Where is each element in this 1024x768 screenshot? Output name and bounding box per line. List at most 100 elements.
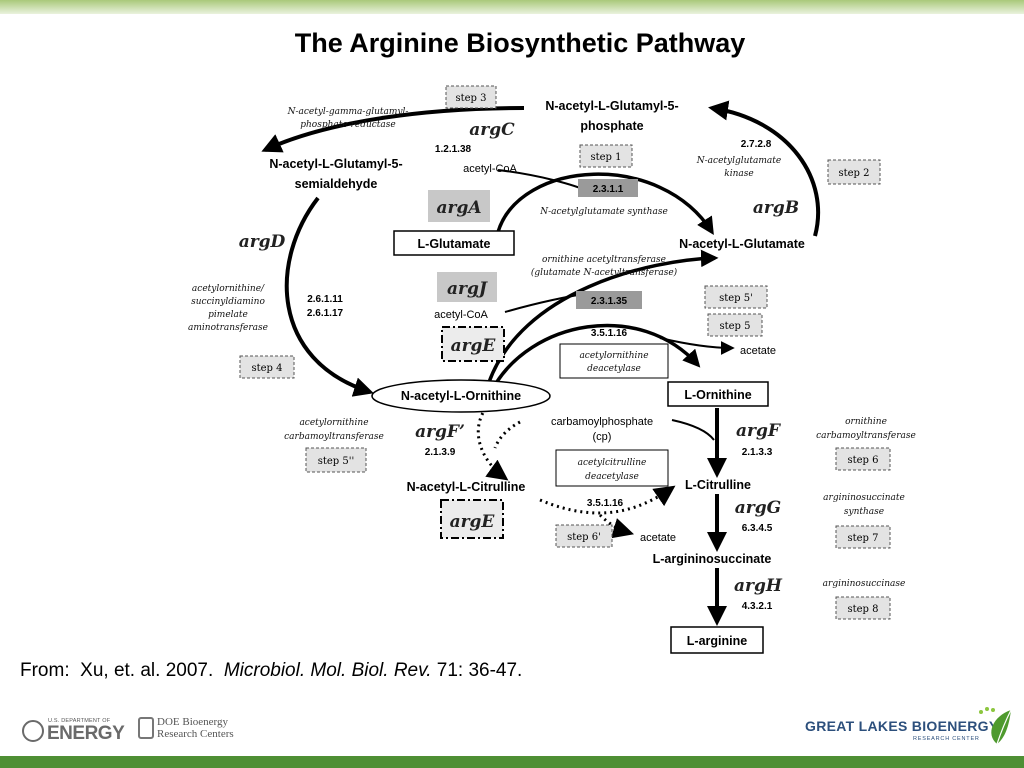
enzyme-argE2-box bbox=[555, 449, 669, 487]
ec-argG: 6.3.4.5 bbox=[742, 523, 773, 534]
bottom-accent-band bbox=[0, 756, 1024, 768]
metabolite-glutamate: L-Glutamate bbox=[418, 237, 491, 251]
arrow-argE bbox=[490, 323, 701, 391]
arrow-argJ bbox=[486, 249, 719, 386]
arrow-argA bbox=[496, 172, 714, 235]
metabolite-glutamate-box bbox=[393, 230, 515, 256]
cofactor-cp-line2: (cp) bbox=[593, 431, 612, 443]
gene-argE2-box bbox=[440, 499, 504, 539]
step7-box bbox=[835, 525, 891, 549]
enzyme-argB-line1: N-acetylglutamate bbox=[696, 156, 782, 166]
arrow-argFp bbox=[476, 407, 509, 481]
ec-argB: 2.7.2.8 bbox=[741, 139, 772, 150]
enzyme-argC-line2: phosphate reductase bbox=[300, 120, 395, 130]
ec-argA: 2.3.1.1 bbox=[593, 184, 624, 195]
step6-label: step 6 bbox=[847, 455, 878, 466]
ec-argC: 1.2.1.38 bbox=[435, 144, 472, 155]
enzyme-argJ-line2: (glutamate N-acetyltransferase) bbox=[531, 267, 678, 278]
citation-prefix: From: Xu, et. al. 2007. bbox=[20, 660, 224, 681]
step6prime-label: step 6' bbox=[567, 532, 601, 543]
metabolite-arginine: L-arginine bbox=[687, 634, 747, 648]
doe-logo-text: ENERGY bbox=[47, 723, 125, 744]
enzyme-argF-line1: ornithine bbox=[845, 417, 887, 427]
citation-journal: Microbiol. Mol. Biol. Rev. bbox=[223, 660, 432, 681]
metabolite-nag5p-line2: phosphate bbox=[580, 119, 643, 133]
metabolite-citrulline: L-Citrulline bbox=[685, 478, 751, 492]
step5pp-box bbox=[305, 447, 367, 473]
gene-argC: argC bbox=[469, 120, 515, 140]
enzyme-argE2-line2: deacetylase bbox=[585, 472, 639, 482]
top-accent-band bbox=[0, 0, 1024, 14]
enzyme-argD-line3: pimelate bbox=[208, 310, 248, 320]
step5-label: step 5 bbox=[719, 321, 750, 332]
enzyme-argE1-line1: acetylornithine bbox=[579, 351, 648, 361]
step6-box bbox=[835, 447, 891, 471]
gene-argJ-shade bbox=[437, 272, 497, 302]
gene-argJ: argJ bbox=[447, 279, 488, 299]
enzyme-argE2-line1: acetylcitrulline bbox=[578, 458, 647, 468]
gene-argFprime: argF’ bbox=[415, 422, 465, 442]
leaf-icon bbox=[979, 707, 1012, 745]
arrow-argE2 bbox=[539, 485, 676, 515]
metabolite-nagsa-line2: semialdehyde bbox=[295, 177, 378, 191]
byproduct-acetate-2: acetate bbox=[640, 532, 676, 544]
ec-argF: 2.1.3.3 bbox=[742, 447, 773, 458]
enzyme-argF-line2: carbamoyltransferase bbox=[816, 431, 916, 441]
metabolite-accit: N-acetyl-L-Citrulline bbox=[407, 480, 526, 494]
metabolite-nag5p-line1: N-acetyl-L-Glutamyl-5- bbox=[545, 99, 678, 113]
arrow-argE-acetate bbox=[659, 337, 735, 355]
citation-suffix: 71: 36-47. bbox=[431, 660, 523, 681]
glbrc-logo-name: GREAT LAKES BIOENERGY bbox=[805, 718, 999, 734]
ec-argA-shade bbox=[578, 179, 638, 197]
ec-argJ: 2.3.1.35 bbox=[591, 296, 628, 307]
step6prime-box bbox=[555, 524, 613, 548]
gene-argG: argG bbox=[735, 498, 781, 518]
enzyme-argD-line2: succinyldiamino bbox=[191, 297, 265, 307]
arrow-argF-cp bbox=[671, 419, 715, 441]
step8-label: step 8 bbox=[847, 604, 878, 615]
step1-box bbox=[579, 144, 633, 168]
step2-label: step 2 bbox=[838, 168, 869, 179]
enzyme-argA: N-acetylglutamate synthase bbox=[539, 207, 668, 217]
arrow-argD bbox=[284, 196, 374, 397]
glbrc-logo-sub: RESEARCH CENTER bbox=[913, 736, 980, 742]
metabolite-ornithine: L-Ornithine bbox=[684, 388, 751, 402]
gene-argA: argA bbox=[436, 198, 481, 218]
bioenergy-logo-line1: DOE Bioenergy bbox=[157, 716, 228, 728]
gene-argA-shade bbox=[428, 190, 490, 222]
step4-label: step 4 bbox=[251, 363, 282, 374]
ec-argFprime: 2.1.3.9 bbox=[425, 447, 456, 458]
pathway-diagram: N-acetyl-L-Glutamyl-5- phosphate N-acety… bbox=[188, 85, 916, 654]
ec-argJ-shade bbox=[576, 291, 642, 309]
enzyme-argH: argininosuccinase bbox=[823, 579, 906, 589]
doe-seal-icon bbox=[22, 720, 44, 742]
gene-argE1-box bbox=[441, 326, 505, 362]
step3-label: step 3 bbox=[455, 93, 486, 104]
enzyme-argB-line2: kinase bbox=[724, 169, 753, 179]
arrow-argE2-acetate bbox=[598, 513, 635, 539]
enzyme-argFprime-line1: acetylornithine bbox=[299, 418, 368, 428]
metabolite-nag: N-acetyl-L-Glutamate bbox=[679, 237, 805, 251]
ec-argD-2: 2.6.1.17 bbox=[307, 308, 344, 319]
enzyme-argG-line1: argininosuccinate bbox=[823, 493, 905, 503]
arrow-argC bbox=[261, 106, 525, 153]
step1-label: step 1 bbox=[590, 152, 621, 163]
gene-argH: argH bbox=[734, 576, 783, 596]
gene-argE-1: argE bbox=[451, 336, 497, 356]
bioenergy-mark-icon bbox=[138, 717, 154, 739]
enzyme-argFprime-line2: carbamoyltransferase bbox=[284, 432, 384, 442]
metabolite-acorn-ellipse bbox=[371, 379, 551, 413]
step5pp-label: step 5'' bbox=[318, 456, 355, 467]
ec-argD-1: 2.6.1.11 bbox=[307, 294, 343, 305]
enzyme-argE1-box bbox=[559, 343, 669, 379]
citation: From: Xu, et. al. 2007. Microbiol. Mol. … bbox=[20, 660, 522, 682]
doe-bioenergy-logo: DOE Bioenergy Research Centers bbox=[138, 716, 234, 740]
enzyme-argE1-line2: deacetylase bbox=[587, 364, 641, 374]
bioenergy-logo-line2: Research Centers bbox=[157, 728, 234, 740]
step5-box bbox=[707, 313, 763, 337]
cofactor-acetylcoa-2: acetyl-CoA bbox=[434, 309, 488, 321]
ec-argE-1: 3.5.1.16 bbox=[591, 328, 628, 339]
enzyme-argG-line2: synthase bbox=[844, 507, 884, 517]
gene-argE-2: argE bbox=[450, 512, 496, 532]
arrow-cp-feed bbox=[493, 420, 521, 449]
